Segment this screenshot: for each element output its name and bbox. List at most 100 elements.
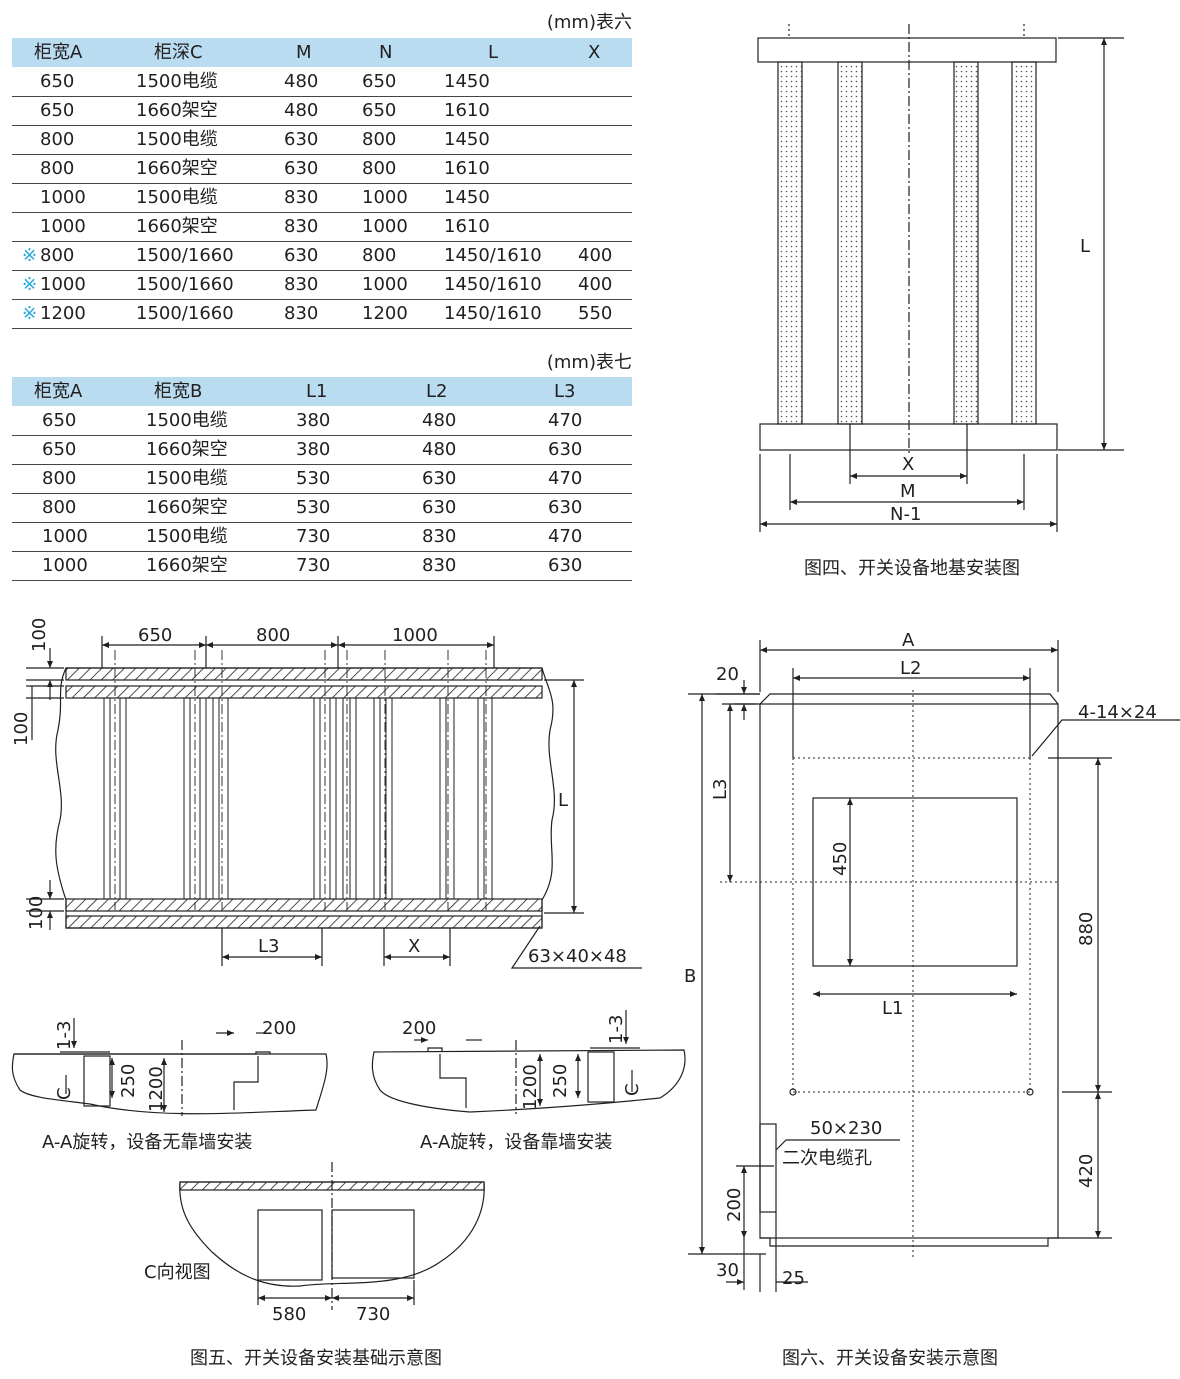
- fig5-dim-100-top: 100: [29, 618, 50, 652]
- table-cell-b: 1500电缆: [146, 526, 228, 547]
- col-header: L: [488, 42, 499, 63]
- fig6-dim-420: 420: [1076, 1154, 1097, 1188]
- fig5-width-800: 800: [256, 625, 290, 646]
- fig5-label-l: L: [558, 790, 568, 811]
- table-7-caption: (mm)表七: [546, 352, 632, 373]
- table-cell-l3: 630: [548, 555, 583, 576]
- table-cell-m: 630: [284, 129, 319, 150]
- fig5-section-against-wall: [371, 1010, 686, 1114]
- table-cell-l1: 380: [296, 410, 331, 431]
- table-cell-l: 1610: [444, 216, 490, 237]
- drawing-labels: L X M N-1 650 800 1000 100 100 100 L L3 …: [11, 236, 1157, 1325]
- table-cell-a: 800: [40, 158, 75, 179]
- table-cell-b: 1500电缆: [146, 410, 228, 431]
- table-cell-a: 1000: [42, 526, 88, 547]
- table-cell-n: 1000: [362, 187, 408, 208]
- col-header: L1: [306, 381, 328, 402]
- fig5-width-1000: 1000: [392, 625, 438, 646]
- aa-wall-dim-250: 250: [550, 1064, 571, 1098]
- table-cell-c: 1500/1660: [136, 303, 234, 324]
- fig5-foundation-layout: [26, 636, 642, 969]
- table-cell-m: 480: [284, 71, 319, 92]
- table-cell-m: 830: [284, 216, 319, 237]
- table-cell-c: 1660架空: [136, 158, 218, 179]
- fig6-label-l1: L1: [882, 998, 903, 1019]
- table-7-header: 柜宽A 柜宽B L1 L2 L3: [12, 377, 632, 406]
- col-header: 柜深C: [154, 42, 203, 63]
- fig4-caption: 图四、开关设备地基安装图: [804, 558, 1020, 579]
- table-cell-l2: 630: [422, 497, 457, 518]
- fig5-dim-100-bottom: 100: [26, 896, 47, 930]
- fig5-caption: 图五、开关设备安装基础示意图: [190, 1348, 442, 1369]
- aa-wall-dim-1-3: 1-3: [606, 1015, 627, 1044]
- table-cell-l3: 630: [548, 497, 583, 518]
- table-cell-b: 1660架空: [146, 555, 228, 576]
- fig5-channel-size: 63×40×48: [528, 946, 627, 967]
- c-view-dim-730: 730: [356, 1304, 390, 1325]
- table-cell-l: 1450/1610: [444, 274, 542, 295]
- fig5-label-x: X: [408, 936, 420, 957]
- table-cell-c: 1500电缆: [136, 71, 218, 92]
- aa-free-dim-1200: 1200: [146, 1066, 167, 1112]
- col-header: N: [379, 42, 393, 63]
- fig6-holes: 4-14×24: [1078, 702, 1157, 723]
- table-cell-b: 1500电缆: [146, 468, 228, 489]
- fig6-dim-200: 200: [724, 1188, 745, 1222]
- table-cell-a: 1000: [40, 274, 86, 295]
- aa-free-label-c: C: [54, 1087, 75, 1100]
- fig4-label-m: M: [900, 481, 916, 502]
- table-cell-l1: 380: [296, 439, 331, 460]
- col-header: L3: [554, 381, 576, 402]
- aa-wall-label-c: C: [622, 1083, 643, 1096]
- table-cell-c: 1500/1660: [136, 274, 234, 295]
- col-header: L2: [426, 381, 448, 402]
- col-header: 柜宽A: [34, 381, 83, 402]
- table-cell-n: 1000: [362, 274, 408, 295]
- fig6-dim-450: 450: [830, 842, 851, 876]
- table-cell-l1: 530: [296, 468, 331, 489]
- fig6-cable-label: 二次电缆孔: [782, 1148, 872, 1169]
- table-cell-a: 650: [42, 439, 77, 460]
- fig4-label-l: L: [1080, 236, 1090, 257]
- aa-free-dim-200: 200: [262, 1018, 296, 1039]
- table-cell-mark: ※: [22, 245, 38, 266]
- c-view-caption: C向视图: [144, 1262, 211, 1283]
- table-cell-c: 1500/1660: [136, 245, 234, 266]
- table-cell-a: 650: [40, 71, 75, 92]
- table-cell-n: 800: [362, 129, 397, 150]
- fig6-label-a: A: [902, 630, 915, 651]
- table-cell-l1: 730: [296, 526, 331, 547]
- fig6-label-b: B: [684, 966, 696, 987]
- table-cell-l2: 830: [422, 555, 457, 576]
- table-cell-l1: 730: [296, 555, 331, 576]
- fig5-dim-100-mid: 100: [11, 712, 32, 746]
- table-cell-l1: 530: [296, 497, 331, 518]
- table-6-header: 柜宽A 柜深C M N L X: [12, 38, 632, 67]
- table-cell-mark: ※: [22, 303, 38, 324]
- fig5-c-view: [179, 1162, 485, 1310]
- fig6-dim-25: 25: [782, 1268, 805, 1289]
- table-cell-l: 1450/1610: [444, 303, 542, 324]
- aa-free-caption: A-A旋转，设备无靠墙安装: [42, 1132, 252, 1153]
- table-cell-a: 650: [42, 410, 77, 431]
- fig4-foundation-plan: [757, 24, 1124, 532]
- table-cell-a: 800: [42, 497, 77, 518]
- aa-wall-dim-200: 200: [402, 1018, 436, 1039]
- table-6-caption: (mm)表六: [546, 12, 632, 33]
- aa-wall-dim-1200: 1200: [520, 1064, 541, 1110]
- fig6-dim-20: 20: [716, 664, 739, 685]
- table-cell-l: 1450: [444, 187, 490, 208]
